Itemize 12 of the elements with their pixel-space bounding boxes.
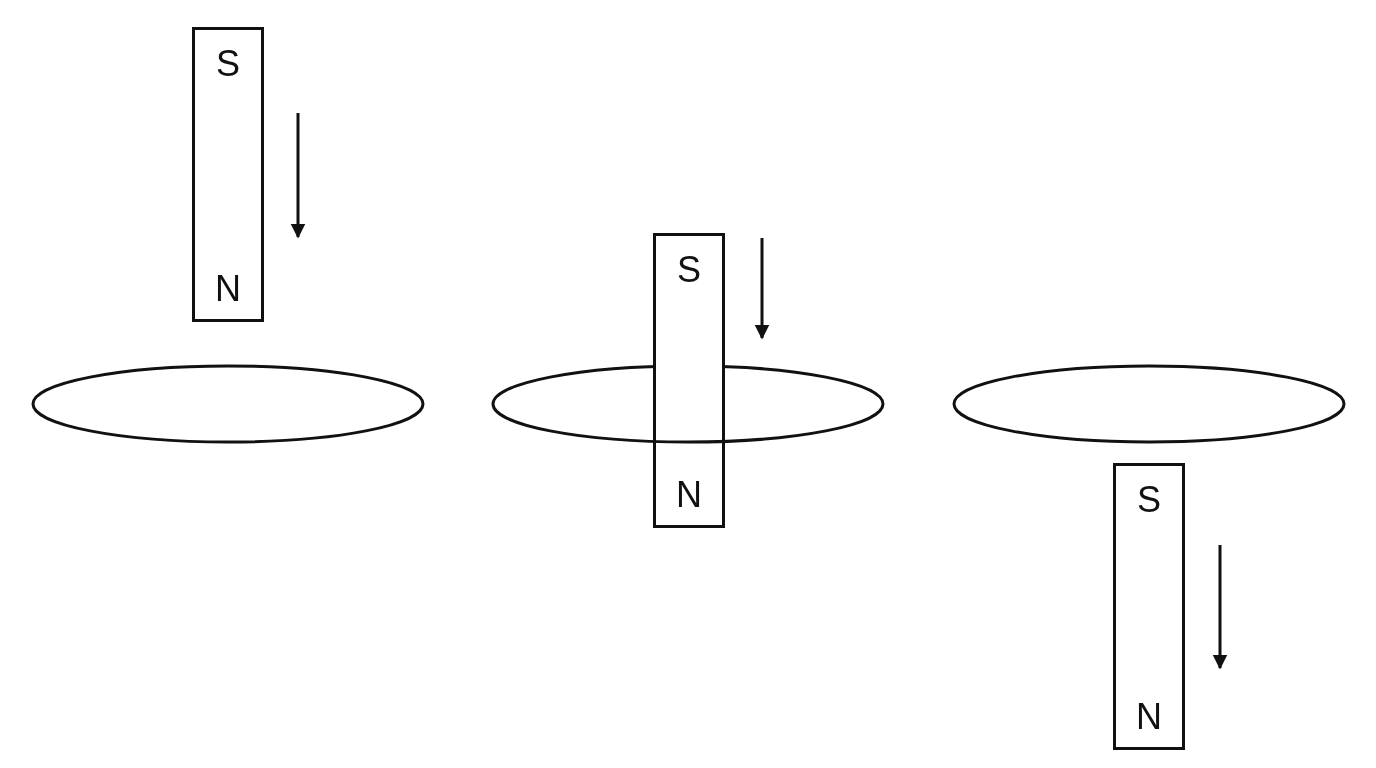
pole-label: S (677, 250, 701, 290)
pole-label: S (1137, 480, 1161, 520)
wire-loop (952, 364, 1346, 444)
bar-magnet (192, 27, 264, 322)
bar-magnet (653, 233, 725, 528)
pole-label: N (1136, 697, 1162, 737)
wire-loop (491, 364, 885, 444)
pole-label: N (215, 269, 241, 309)
pole-label: N (676, 475, 702, 515)
bar-magnet (1113, 463, 1185, 750)
pole-label: S (216, 44, 240, 84)
wire-loop (31, 364, 425, 444)
